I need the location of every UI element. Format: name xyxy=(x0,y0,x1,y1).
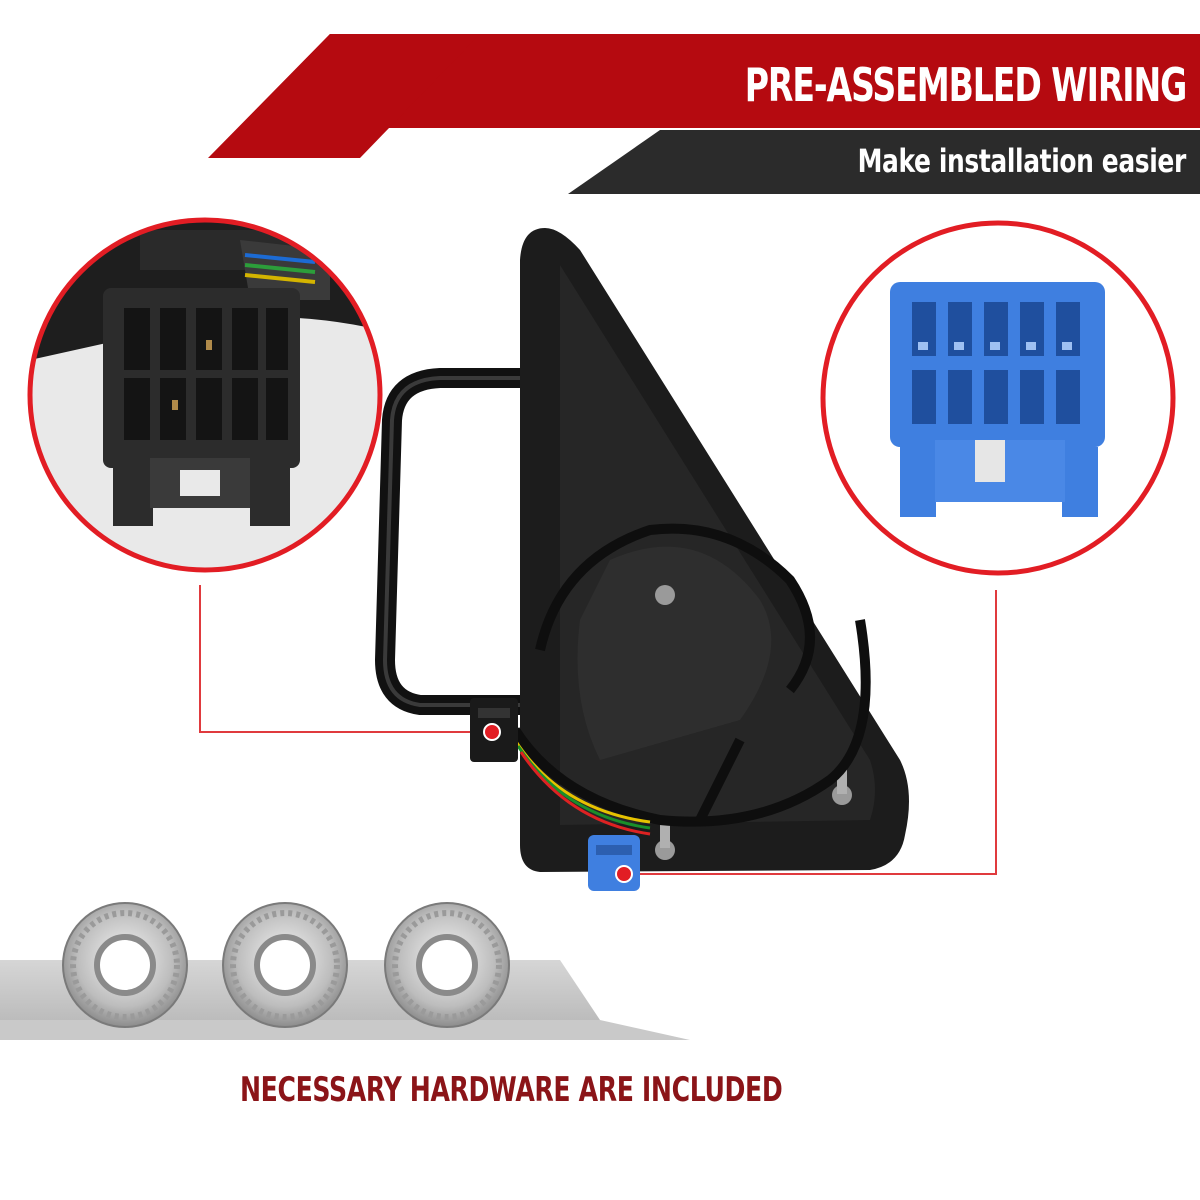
flange-nut-2 xyxy=(222,902,348,1028)
mirror-arm xyxy=(375,368,545,715)
page-title: PRE-ASSEMBLED WIRING xyxy=(744,58,1187,112)
mounting-studs xyxy=(655,585,852,860)
callout-lines xyxy=(199,585,997,875)
callout-markers xyxy=(483,723,633,883)
left-connector-callout xyxy=(27,217,383,573)
flange-nut-3 xyxy=(384,902,510,1028)
harness-blue-connector xyxy=(588,835,640,891)
flange-nut-1 xyxy=(62,902,188,1028)
header-banner xyxy=(208,34,1200,194)
wiring-harness xyxy=(510,523,871,836)
hardware-caption: NECESSARY HARDWARE ARE INCLUDED xyxy=(240,1070,783,1110)
page-subtitle: Make installation easier xyxy=(857,142,1187,180)
right-connector-callout xyxy=(820,220,1176,576)
